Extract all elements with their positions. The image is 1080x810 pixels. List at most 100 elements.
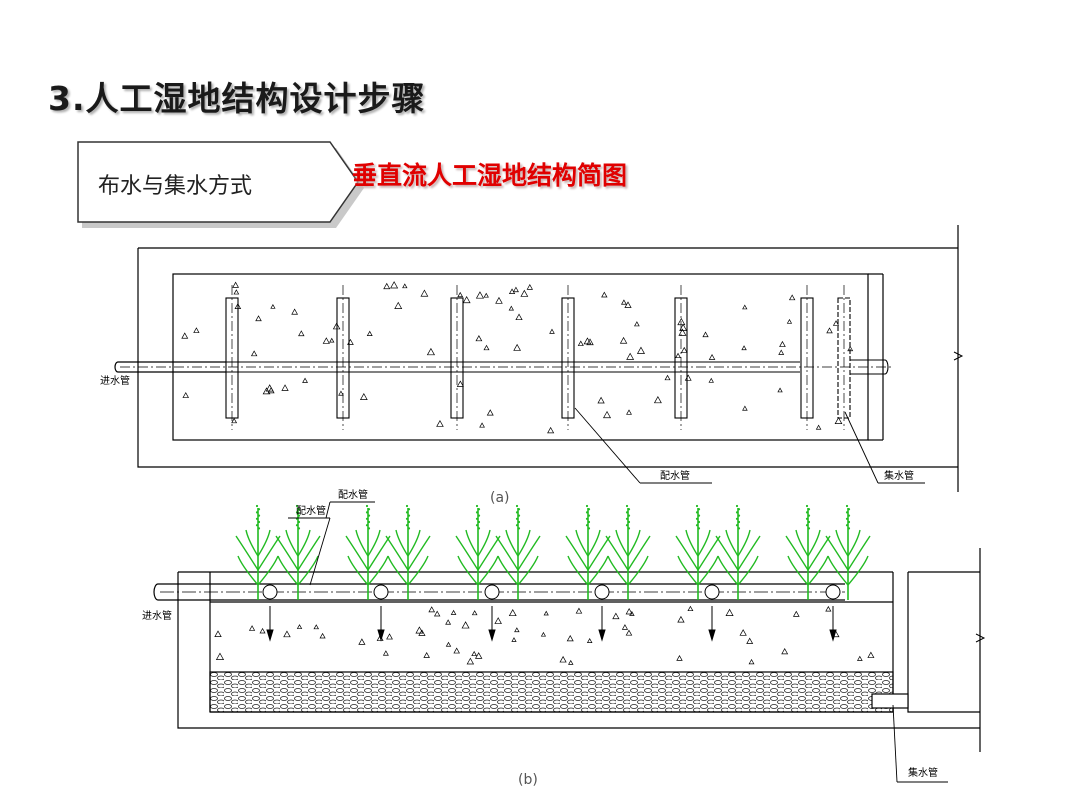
plan-gravel-mark bbox=[520, 289, 529, 297]
plan-gravel-mark bbox=[508, 288, 516, 294]
section-media-mark bbox=[781, 647, 789, 655]
plan-gravel-mark bbox=[620, 299, 627, 305]
plan-gravel-mark bbox=[515, 313, 523, 321]
plan-gravel-mark bbox=[250, 350, 258, 357]
plan-gravel-mark bbox=[602, 410, 612, 419]
section-media-mark bbox=[461, 621, 470, 629]
plan-gravel-mark bbox=[359, 392, 368, 400]
section-media-mark bbox=[867, 651, 875, 658]
plan-gravel-mark bbox=[332, 322, 341, 330]
plan-gravel-mark bbox=[281, 384, 289, 391]
plan-gravel-mark bbox=[547, 426, 555, 434]
plan-gravel-mark bbox=[684, 374, 692, 381]
section-media-mark bbox=[415, 626, 424, 634]
plan-gravel-mark bbox=[549, 328, 555, 334]
plan-gravel-mark bbox=[457, 291, 464, 298]
section-media-mark bbox=[466, 657, 475, 665]
plan-gravel-mark bbox=[233, 289, 240, 295]
section-media-mark bbox=[296, 624, 303, 629]
reed-plant bbox=[275, 504, 321, 600]
reed-plant bbox=[385, 504, 431, 600]
section-media-mark bbox=[471, 650, 478, 657]
section-media-mark bbox=[508, 608, 517, 617]
plan-gravel-dots bbox=[181, 281, 854, 434]
section-media-mark bbox=[748, 658, 755, 665]
plan-gravel-mark bbox=[708, 353, 716, 360]
plan-gravel-mark bbox=[678, 328, 687, 336]
plan-gravel-mark bbox=[234, 303, 242, 310]
plan-gravel-mark bbox=[338, 390, 344, 396]
section-media-mark bbox=[856, 655, 863, 661]
reed-plant bbox=[455, 504, 501, 600]
section-media-mark bbox=[625, 607, 633, 615]
plan-gravel-mark bbox=[634, 321, 640, 327]
plan-gravel-mark bbox=[483, 344, 490, 351]
plan-gravel-mark bbox=[420, 289, 429, 297]
plan-gravel-mark bbox=[302, 377, 308, 383]
reed-plant bbox=[715, 504, 761, 600]
plan-gravel-mark bbox=[636, 346, 646, 354]
plan-caption: (a) bbox=[490, 490, 510, 506]
section-media-mark bbox=[511, 637, 517, 642]
plan-gravel-mark bbox=[475, 291, 485, 299]
plan-gravel-mark bbox=[786, 318, 793, 324]
plan-gravel-mark bbox=[626, 352, 635, 360]
section-distribution-hole bbox=[704, 584, 720, 600]
section-distribution-hole bbox=[825, 584, 841, 600]
plan-gravel-mark bbox=[512, 286, 519, 293]
section-leaders bbox=[288, 501, 948, 783]
plan-gravel-mark bbox=[832, 320, 840, 326]
section-inlet-label: 进水管 bbox=[142, 609, 172, 622]
plan-gravel-mark bbox=[779, 340, 786, 347]
section-media-mark bbox=[358, 638, 366, 645]
section-media-mark bbox=[725, 608, 734, 616]
plan-gravel-mark bbox=[456, 380, 464, 387]
plan-gravel-mark bbox=[708, 377, 714, 383]
plan-gravel-mark bbox=[390, 281, 399, 289]
plan-gravel-mark bbox=[347, 338, 354, 345]
section-view bbox=[153, 548, 986, 752]
plan-gravel-mark bbox=[462, 295, 471, 304]
plan-gravel-mark bbox=[322, 337, 330, 344]
section-flow-arrowhead bbox=[488, 629, 496, 642]
reed-plant bbox=[235, 504, 281, 600]
section-media-mark bbox=[629, 610, 635, 616]
section-media-mark bbox=[450, 609, 457, 615]
plan-gravel-mark bbox=[702, 331, 709, 338]
plan-view bbox=[114, 225, 964, 492]
plan-gravel-mark bbox=[675, 352, 681, 359]
plan-gravel-mark bbox=[479, 422, 485, 428]
plan-gravel-mark bbox=[265, 384, 274, 392]
section-media-mark bbox=[676, 654, 683, 661]
section-media-mark bbox=[543, 610, 549, 616]
plan-gravel-mark bbox=[826, 327, 833, 334]
plan-gravel-mark bbox=[742, 304, 748, 310]
plan-gravel-mark bbox=[526, 283, 533, 290]
section-media-mark bbox=[739, 629, 747, 636]
section-flow-arrowhead bbox=[598, 629, 606, 642]
wetland-plants bbox=[235, 504, 871, 600]
reed-plant bbox=[495, 504, 541, 600]
section-media-mark bbox=[825, 605, 832, 612]
section-media-mark bbox=[687, 605, 694, 612]
plan-gravel-mark bbox=[486, 409, 494, 416]
section-media-mark bbox=[474, 652, 483, 659]
plan-gravel-mark bbox=[583, 337, 592, 345]
section-caption: (b) bbox=[518, 772, 538, 788]
plan-distribution-pipes bbox=[120, 285, 892, 430]
section-media-mark bbox=[376, 634, 384, 641]
plan-gravel-mark bbox=[778, 349, 785, 355]
plan-gravel-mark bbox=[847, 345, 854, 352]
section-media-mark bbox=[453, 647, 460, 654]
plan-gravel-mark bbox=[402, 283, 408, 289]
plan-gravel-mark bbox=[329, 337, 335, 343]
plan-gravel-mark bbox=[677, 317, 686, 326]
section-flow-arrowhead bbox=[266, 629, 274, 642]
section-media-mark bbox=[259, 627, 266, 634]
plan-gravel-mark bbox=[394, 301, 403, 309]
plan-gravel-mark bbox=[483, 292, 489, 298]
plan-leaders bbox=[574, 407, 925, 484]
diagram-subtitle: 垂直流人工湿地结构简图 bbox=[352, 161, 628, 190]
plan-gravel-mark bbox=[383, 282, 391, 290]
plan-gravel-mark bbox=[679, 323, 688, 331]
